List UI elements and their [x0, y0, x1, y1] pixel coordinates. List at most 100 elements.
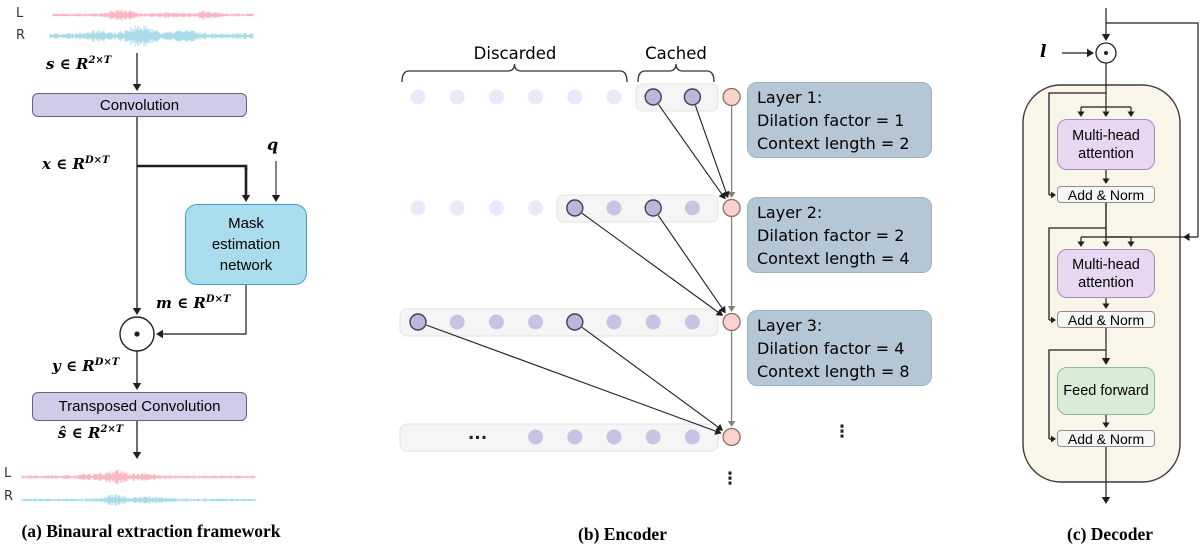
- context-arrow-r3c0: [426, 324, 716, 432]
- q-query-label: q: [267, 135, 279, 154]
- x-label-sup: D×T: [84, 155, 110, 166]
- token-dot-cached: [684, 200, 700, 216]
- decoder-output-arrow-head: [1101, 497, 1111, 504]
- x-branch-line: [137, 164, 248, 170]
- mask-line-2: estimation: [211, 236, 281, 253]
- context-arrow-r2c4: [581, 212, 719, 313]
- s-to-conv-arrow-head: [132, 84, 142, 91]
- token-dot-faded: [449, 200, 465, 216]
- s-tensor-label: s ∈ R2×T: [46, 55, 111, 73]
- mask-line-1: Mask: [228, 215, 264, 232]
- multi-head-attention-2-block: Multi-head attention: [1057, 249, 1155, 298]
- context-arrow-r1c6: [657, 104, 723, 195]
- y-label-sup: D×T: [94, 357, 120, 368]
- input-wave-right-label: R: [16, 28, 26, 43]
- token-dot-faded: [567, 89, 583, 105]
- token-dot-faded: [410, 89, 426, 105]
- token-dot-cached: [567, 429, 583, 445]
- convolution-block: Convolution: [32, 93, 247, 117]
- cached-brace: [637, 63, 715, 83]
- input-waveform-left: [52, 9, 254, 21]
- token-dot-faded: [488, 200, 504, 216]
- residual-1-arrow-head: [1051, 191, 1056, 199]
- residual-3-arrow-head: [1051, 435, 1056, 443]
- token-dot-cached: [645, 429, 661, 445]
- mha1-in-1-head: [1077, 111, 1085, 117]
- output-node: [722, 312, 741, 332]
- output-wave-right-label: R: [4, 489, 14, 504]
- mask-out-line: [158, 285, 247, 335]
- token-dot-faded: [528, 200, 544, 216]
- output-waveform-left: [21, 469, 256, 485]
- residual-rail-2: [1048, 227, 1106, 320]
- y-label-base: y ∈ R: [52, 357, 95, 375]
- output-waveform-right: [21, 493, 256, 507]
- l-embedding-label: l: [1040, 42, 1047, 62]
- outer-residual-arrow-head: [1183, 233, 1190, 241]
- shat-tensor-label: ŝ ∈ R2×T: [58, 424, 123, 442]
- pink-link-3-head: [727, 421, 736, 427]
- mask-out-arrow-head: [156, 329, 163, 339]
- context-arrow-r3c4-head: [715, 423, 724, 431]
- layer-2-dilation: Dilation factor = 2: [757, 225, 905, 245]
- cached-label: Cached: [645, 44, 707, 63]
- token-dot-cached: [606, 429, 622, 445]
- y-tensor-label: y ∈ RD×T: [52, 357, 119, 375]
- vertical-ellipsis-nodes: ⋮: [721, 469, 739, 489]
- mask-line-3: network: [219, 257, 273, 274]
- l-input-arrow-head: [1087, 48, 1094, 58]
- outer-residual-line: [1106, 22, 1199, 237]
- ff-to-addnorm3-head: [1102, 422, 1110, 428]
- m-label-sup: D×T: [205, 294, 231, 305]
- context-arrow-r2c4-head: [715, 308, 724, 316]
- mha1-in-2-head: [1102, 111, 1110, 117]
- add-norm-2-block: Add & Norm: [1057, 311, 1155, 328]
- token-dot-cached: [684, 314, 700, 330]
- context-arrow-r1c7-head: [722, 190, 730, 199]
- token-dot-selected: [566, 313, 584, 331]
- caption-panel-a: (a) Binaural extraction framework: [21, 521, 281, 541]
- token-dot-selected: [683, 88, 702, 106]
- token-row-box-2: [556, 194, 719, 223]
- feed-forward-block: Feed forward: [1057, 367, 1155, 415]
- layer-1-dilation: Dilation factor = 1: [757, 110, 905, 130]
- token-dot-selected: [644, 88, 662, 106]
- x-to-product-arrow-head: [132, 308, 142, 315]
- mha1-to-addnorm1-head: [1102, 178, 1110, 184]
- residual-rail-3: [1048, 349, 1106, 439]
- context-arrow-r2c6: [657, 215, 723, 309]
- output-node: [722, 198, 741, 218]
- token-dot-selected: [644, 199, 662, 217]
- discarded-brace: [401, 63, 628, 83]
- caption-panel-c: (c) Decoder: [1067, 524, 1153, 544]
- x-tensor-label: x ∈ RD×T: [42, 155, 109, 173]
- mha1-in-3-head: [1127, 111, 1135, 117]
- output-node: [722, 87, 741, 107]
- mask-estimation-network-block: Mask estimation network: [185, 204, 307, 285]
- add-norm-1-block: Add & Norm: [1057, 186, 1155, 203]
- residual-2-arrow-head: [1051, 316, 1056, 324]
- token-dot-cached: [449, 314, 465, 330]
- layer-2-info-box: Layer 2: Dilation factor = 2 Context len…: [747, 197, 932, 273]
- token-dot-cached: [528, 429, 544, 445]
- context-arrow-r3c0-head: [714, 427, 722, 435]
- q-to-mask-arrow-head: [271, 195, 281, 202]
- addnorm2-to-ff-head: [1101, 358, 1111, 365]
- transposed-convolution-block: Transposed Convolution: [32, 392, 247, 421]
- residual-rail-1: [1048, 92, 1106, 195]
- layer-1-title: Layer 1:: [757, 87, 823, 107]
- token-dot-cached: [528, 314, 544, 330]
- layer-3-context: Context length = 8: [757, 361, 910, 381]
- m-tensor-label: m ∈ RD×T: [156, 294, 230, 312]
- mha2-in-1-head: [1077, 241, 1085, 247]
- context-arrow-r1c7: [694, 105, 727, 193]
- dot-operator-center: [134, 331, 140, 337]
- row-ellipsis: ...: [467, 424, 488, 444]
- token-dot-selected: [409, 313, 427, 331]
- pink-link-1-head: [727, 192, 736, 198]
- layer-1-context: Context length = 2: [757, 133, 910, 153]
- input-wave-left-label: L: [16, 6, 24, 21]
- m-label-base: m ∈ R: [156, 294, 206, 312]
